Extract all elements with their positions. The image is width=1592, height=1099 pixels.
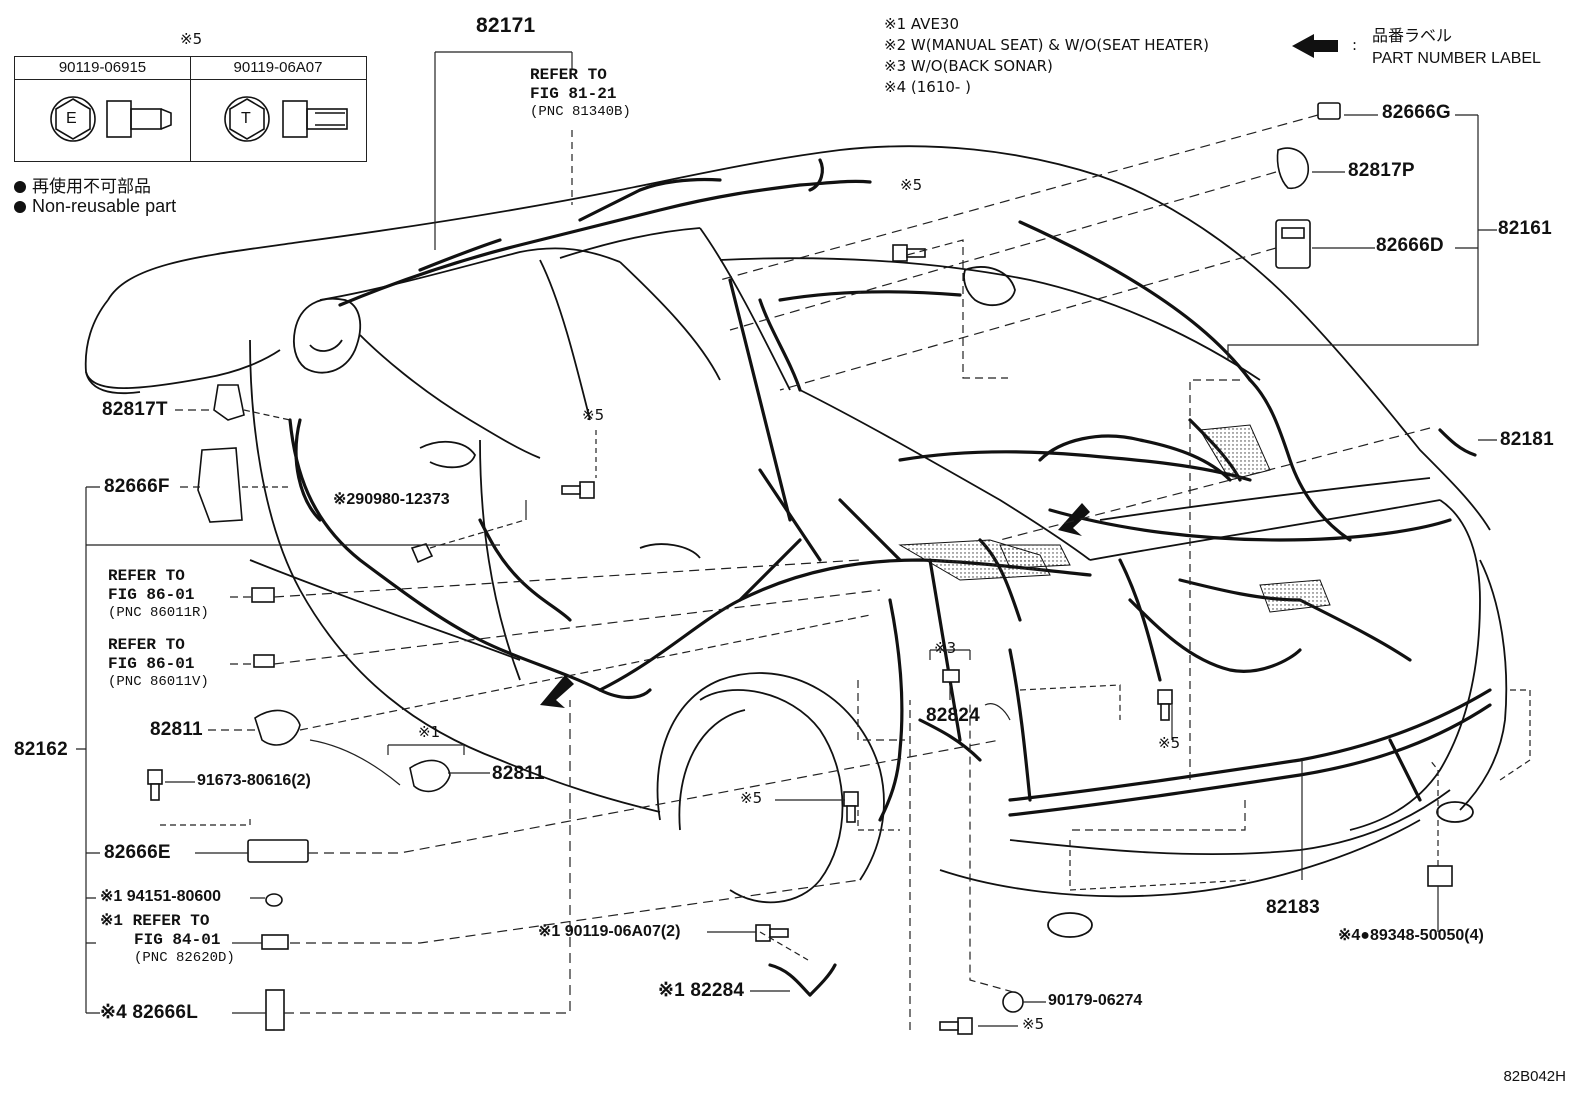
label-82666L: ※4 82666L: [100, 1002, 199, 1023]
label-82811-lower: 82811: [492, 763, 545, 784]
ref-8401-line1: ※1 REFER TO: [100, 912, 210, 930]
label-82666G: 82666G: [1382, 102, 1451, 123]
diagram-code: 82B042H: [1503, 1068, 1566, 1085]
nonreusable-jp: 再使用不可部品: [14, 172, 151, 197]
mark-5-right: ※5: [1158, 734, 1181, 752]
label-90119-06A07: ※1 90119-06A07(2): [538, 923, 681, 940]
label-colon: :: [1352, 36, 1358, 54]
legend-mark-5: ※5: [180, 30, 203, 48]
nonreusable-dot-icon: [14, 181, 26, 193]
ref-fig-86-01-v: REFER TO FIG 86-01 (PNC 86011V): [108, 636, 209, 690]
leader-lines: [76, 51, 1531, 1030]
ref-8121-line1: REFER TO: [530, 66, 607, 84]
mark-3: ※3: [934, 639, 957, 657]
harness-bundle-shading: [898, 424, 1331, 613]
note-1: ※1 AVE30: [884, 15, 960, 33]
label-82183: 82183: [1266, 897, 1320, 918]
bolt-t-letter: T: [241, 110, 251, 127]
connector-parts: [197, 102, 1453, 1031]
nonreusable-dot-icon-2: [14, 201, 26, 213]
mark-5-left: ※5: [740, 789, 763, 807]
car-body-outline: [84, 145, 1508, 938]
label-91673-80616: 91673-80616(2): [197, 772, 311, 789]
mark-5-bottom: ※5: [1022, 1015, 1045, 1033]
direction-arrows: [540, 34, 1338, 708]
ref-8121-line3: (PNC 81340B): [530, 103, 631, 120]
wire-harness-lines: [288, 158, 1492, 997]
nonreusable-en: Non-reusable part: [14, 196, 176, 217]
label-89348-50050: ※4●89348-50050(4): [1338, 927, 1484, 944]
ref-8601r-line1: REFER TO: [108, 567, 185, 585]
bolt-legend-box: 90119-06915 90119-06A07 E T: [14, 56, 367, 162]
mark-1-82811: ※1: [418, 723, 441, 741]
label-82284: ※1 82284: [658, 980, 745, 1001]
legend-bolt-t-part: 90119-06A07: [190, 57, 366, 80]
ref-8121-line2: FIG 81-21: [530, 84, 617, 103]
mark-5-center: ※5: [582, 406, 605, 424]
legend-bolt-e-part: 90119-06915: [15, 57, 190, 80]
ref-8601v-line1: REFER TO: [108, 636, 185, 654]
ref-8401-line3: (PNC 82620D): [134, 949, 235, 966]
note-4: ※4 (1610- ): [884, 78, 971, 96]
note-3: ※3 W/O(BACK SONAR): [884, 57, 1053, 75]
label-82666E: 82666E: [104, 842, 171, 863]
legend-bolt-drawings: [50, 96, 348, 142]
label-90179-06274: 90179-06274: [1048, 992, 1143, 1009]
nonreusable-en-text: Non-reusable part: [32, 196, 177, 216]
label-82817P: 82817P: [1348, 160, 1415, 181]
label-82161: 82161: [1498, 218, 1552, 239]
ref-8601v-line3: (PNC 86011V): [108, 673, 209, 690]
label-82181: 82181: [1500, 429, 1554, 450]
ref-fig-81-21: REFER TO FIG 81-21 (PNC 81340B): [530, 66, 631, 120]
ref-8601v-line2: FIG 86-01: [108, 654, 195, 673]
label-90980-12373: ※290980-12373: [333, 491, 450, 508]
label-94151-80600: ※1 94151-80600: [100, 888, 222, 905]
bolt-symbols: [147, 244, 1173, 1035]
ref-8601r-line3: (PNC 86011R): [108, 604, 209, 621]
nonreusable-jp-text: 再使用不可部品: [32, 177, 151, 197]
label-82666D: 82666D: [1376, 235, 1444, 256]
label-82817T: 82817T: [102, 399, 168, 420]
part-number-label-en: PART NUMBER LABEL: [1372, 50, 1541, 67]
ref-8601r-line2: FIG 86-01: [108, 585, 195, 604]
mark-5-top: ※5: [900, 176, 923, 194]
label-82162: 82162: [14, 739, 68, 760]
ref-fig-84-01: ※1 REFER TO FIG 84-01 (PNC 82620D): [100, 912, 235, 966]
ref-8401-line2: FIG 84-01: [134, 930, 221, 949]
legend-divider: [190, 57, 191, 161]
label-82171: 82171: [476, 14, 536, 37]
label-82811-upper: 82811: [150, 719, 203, 740]
bolt-e-letter: E: [66, 110, 77, 127]
note-2: ※2 W(MANUAL SEAT) & W/O(SEAT HEATER): [884, 36, 1210, 54]
label-82666F: 82666F: [104, 476, 170, 497]
part-number-label-jp: 品番ラベル: [1372, 26, 1453, 45]
ref-fig-86-01-r: REFER TO FIG 86-01 (PNC 86011R): [108, 567, 209, 621]
label-82824: 82824: [926, 705, 980, 726]
